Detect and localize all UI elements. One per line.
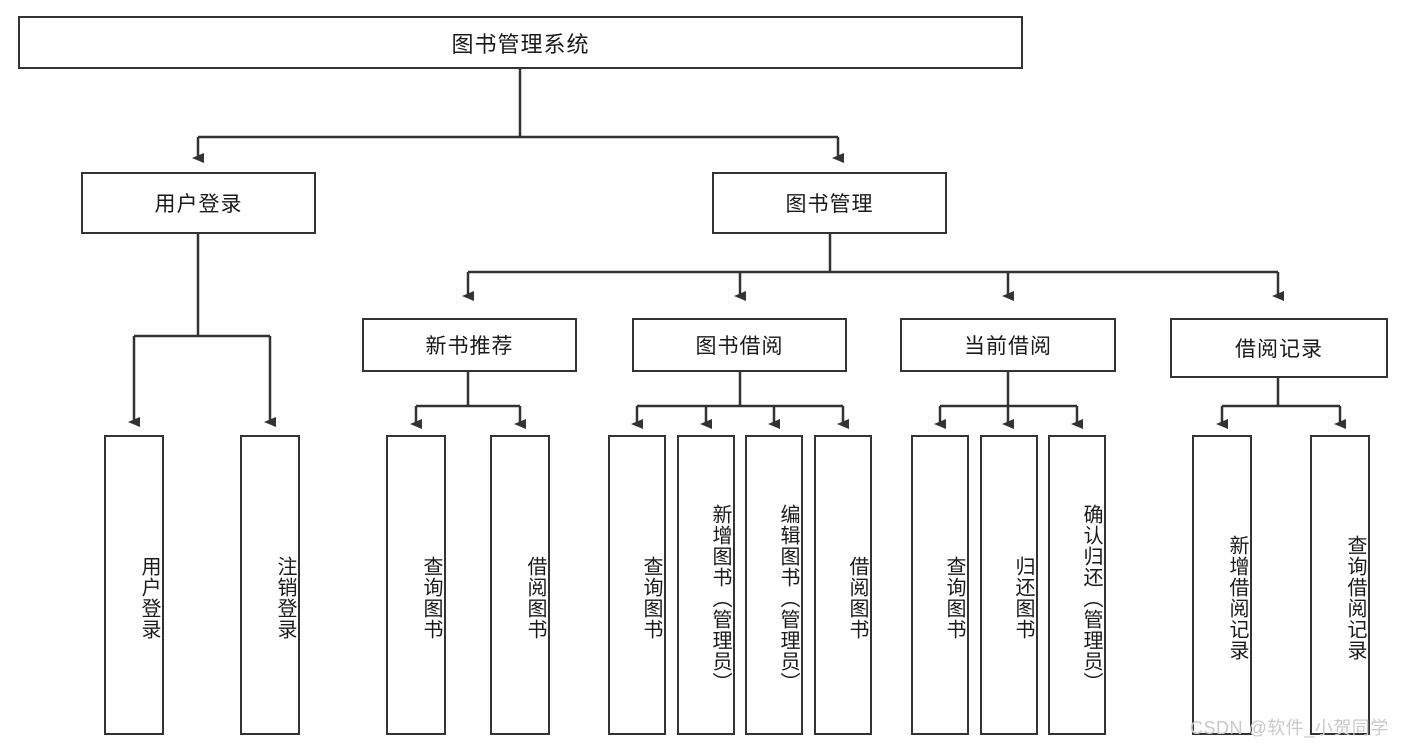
node-current-borrow[interactable]: 当前借阅 <box>900 318 1116 372</box>
leaf-borrow-book-borrow[interactable]: 借阅图书 <box>814 435 872 735</box>
leaf-return-book[interactable]: 归还图书 <box>980 435 1038 735</box>
node-label: 确认归还（管理员） <box>1080 503 1102 693</box>
node-label: 新增借阅记录 <box>1226 535 1248 661</box>
node-label: 图书借阅 <box>695 335 784 358</box>
node-label: 借阅图书 <box>524 556 546 640</box>
node-label: 查询图书 <box>420 556 442 640</box>
leaf-logout[interactable]: 注销登录 <box>240 435 300 735</box>
leaf-query-book-borrow[interactable]: 查询图书 <box>608 435 666 735</box>
node-book-borrow[interactable]: 图书借阅 <box>632 318 847 372</box>
node-label: 查询图书 <box>640 556 662 640</box>
node-label: 借阅图书 <box>846 556 868 640</box>
leaf-add-borrow-record[interactable]: 新增借阅记录 <box>1192 435 1252 735</box>
node-label: 图书管理 <box>785 193 874 216</box>
node-label: 查询图书 <box>943 556 965 640</box>
node-label: 归还图书 <box>1012 556 1034 640</box>
node-label: 新书推荐 <box>425 335 514 358</box>
leaf-query-book-newbook[interactable]: 查询图书 <box>386 435 446 735</box>
node-label: 用户登录 <box>154 193 243 216</box>
node-label: 新增图书（管理员） <box>709 503 731 693</box>
leaf-edit-book-admin[interactable]: 编辑图书（管理员） <box>745 435 803 735</box>
leaf-add-book-admin[interactable]: 新增图书（管理员） <box>677 435 735 735</box>
leaf-confirm-return-admin[interactable]: 确认归还（管理员） <box>1048 435 1106 735</box>
node-label: 图书管理系统 <box>451 31 590 57</box>
node-user-login[interactable]: 用户登录 <box>81 172 316 234</box>
node-borrow-record[interactable]: 借阅记录 <box>1170 318 1388 378</box>
leaf-user-login[interactable]: 用户登录 <box>104 435 164 735</box>
csdn-watermark: CSDN @软件_小贺同学 <box>1190 718 1389 738</box>
leaf-query-book-current[interactable]: 查询图书 <box>911 435 969 735</box>
leaf-query-borrow-record[interactable]: 查询借阅记录 <box>1310 435 1370 735</box>
node-label: 注销登录 <box>274 556 296 640</box>
leaf-borrow-book-newbook[interactable]: 借阅图书 <box>490 435 550 735</box>
node-label: 编辑图书（管理员） <box>777 503 799 693</box>
node-new-book-recommendation[interactable]: 新书推荐 <box>362 318 577 372</box>
node-label: 借阅记录 <box>1235 338 1323 361</box>
node-label: 当前借阅 <box>964 335 1052 358</box>
node-book-management[interactable]: 图书管理 <box>712 172 947 234</box>
node-label: 查询借阅记录 <box>1344 535 1366 661</box>
node-root-book-management-system[interactable]: 图书管理系统 <box>18 16 1023 69</box>
node-label: 用户登录 <box>138 556 160 640</box>
